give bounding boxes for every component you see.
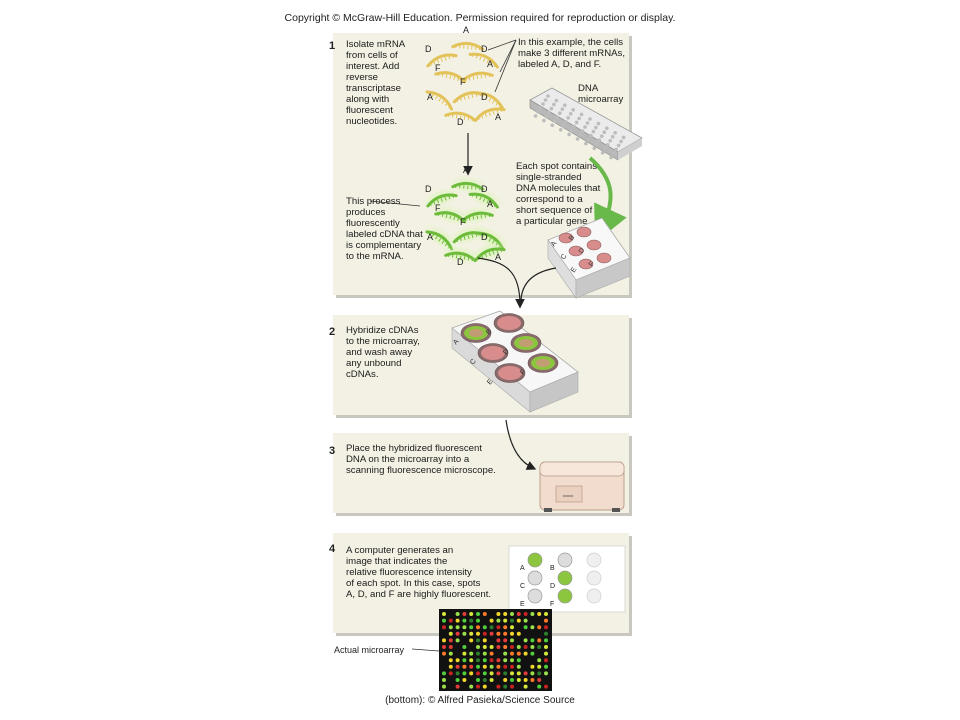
actual-microarray-image	[439, 609, 552, 691]
strand-letter-a: A	[427, 232, 433, 242]
well-f	[596, 252, 612, 264]
merge-arrow-right	[520, 267, 557, 301]
strand-letter-a: A	[495, 112, 501, 122]
strand-letter-a: A	[495, 252, 501, 262]
scanning-microscope	[539, 461, 625, 512]
svg-text:E: E	[520, 601, 525, 608]
svg-text:F: F	[550, 601, 554, 608]
strand-letter-d: D	[481, 92, 488, 102]
dna-microarray-slide	[529, 87, 643, 161]
svg-text:E: E	[570, 266, 579, 274]
step-3-number: 3	[329, 445, 336, 457]
callout-leader-lines	[369, 39, 517, 207]
hyb-well-b	[497, 316, 521, 330]
zoom-arrow	[588, 156, 627, 243]
strand-letter-d: D	[457, 257, 464, 267]
strand-letter-a: A	[463, 25, 469, 35]
well-e	[578, 258, 594, 270]
svg-text:A: A	[550, 240, 559, 248]
strand-letter-f: F	[435, 203, 441, 213]
photo-credit: (bottom): © Alfred Pasieka/Science Sourc…	[385, 695, 575, 706]
spot-a	[527, 552, 543, 568]
dna-microarray-label: DNA microarray	[578, 83, 624, 105]
svg-text:A: A	[520, 565, 525, 572]
actual-microarray-label: Actual microarray	[334, 645, 405, 655]
svg-text:F: F	[588, 261, 596, 269]
process-description-text: This process produces fluorescently labe…	[346, 196, 423, 262]
svg-text:D: D	[502, 348, 511, 356]
svg-text:F: F	[519, 369, 527, 377]
strand-letter-d: D	[457, 117, 464, 127]
mrna-callout-text: In this example, the cells make 3 differ…	[518, 37, 625, 70]
hyb-well-e	[498, 366, 522, 380]
well-a	[558, 232, 574, 244]
spot-d	[557, 570, 573, 586]
strand-letter-f: F	[460, 217, 466, 227]
svg-text:D: D	[578, 247, 587, 255]
strand-letter-d: D	[425, 44, 432, 54]
spot-e	[527, 588, 543, 604]
hybridized-microarray: A B C D E F	[451, 310, 579, 413]
svg-text:C: C	[469, 358, 478, 366]
step-2-text: Hybridize cDNAs to the microarray, and w…	[346, 325, 420, 380]
svg-text:B: B	[485, 328, 494, 336]
step-2-number: 2	[329, 326, 336, 338]
step-1-number: 1	[329, 40, 336, 52]
svg-text:B: B	[550, 565, 555, 572]
step-1-text: Isolate mRNA from cells of interest. Add…	[346, 39, 406, 127]
spot-b	[557, 552, 573, 568]
well-d	[586, 239, 602, 251]
strand-letter-a: A	[487, 59, 493, 69]
step-4-text: A computer generates an image that indic…	[346, 545, 492, 600]
step-4-number: 4	[329, 543, 336, 555]
svg-text:C: C	[560, 253, 569, 261]
svg-text:D: D	[550, 583, 555, 590]
hyb-well-c	[481, 346, 505, 360]
strand-letter-a: A	[427, 92, 433, 102]
svg-text:A: A	[452, 338, 461, 346]
to-scanner-arrow	[505, 419, 537, 470]
strand-letter-d: D	[481, 44, 488, 54]
spot-description-text: Each spot contains single-stranded DNA m…	[516, 161, 601, 227]
strand-letter-d: D	[481, 232, 488, 242]
step-3-text: Place the hybridized fluorescent DNA on …	[346, 443, 496, 476]
strand-letter-f: F	[435, 63, 441, 73]
svg-text:E: E	[486, 378, 495, 386]
merge-arrow-left	[477, 257, 525, 309]
svg-text:B: B	[568, 234, 577, 242]
strand-letter-a: A	[487, 199, 493, 209]
well-c	[568, 245, 584, 257]
strand-letter-d: D	[425, 184, 432, 194]
spot-intensity-panel: A B C D E F	[508, 545, 626, 613]
copyright-notice: Copyright © McGraw-Hill Education. Permi…	[284, 12, 676, 24]
strand-letter-d: D	[481, 184, 488, 194]
microarray-wells-closeup: A B C D E F	[547, 217, 631, 299]
well-b	[576, 226, 592, 238]
spot-f	[557, 588, 573, 604]
actual-microarray-leader	[411, 648, 440, 652]
strand-letter-f: F	[460, 77, 466, 87]
svg-text:C: C	[520, 583, 525, 590]
spot-c	[527, 570, 543, 586]
